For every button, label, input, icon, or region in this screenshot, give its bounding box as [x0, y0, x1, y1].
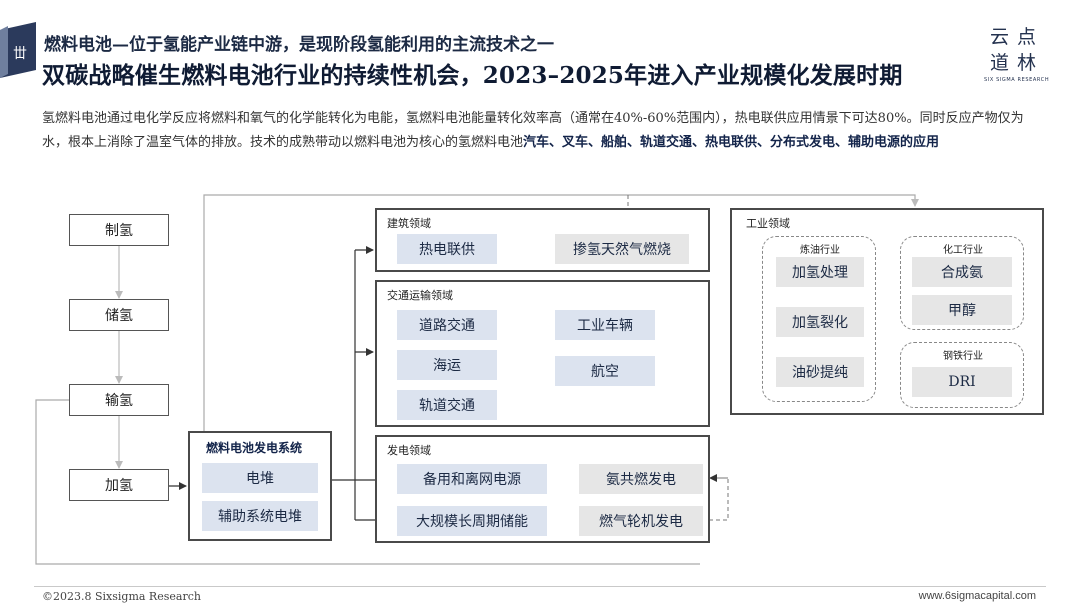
refining-title: 炼油行业 [800, 245, 840, 256]
transport-item-aviation: 航空 [555, 356, 655, 386]
building-panel: 建筑领域 热电联供 掺氢天然气燃烧 [375, 208, 710, 272]
power-panel: 发电领域 备用和离网电源 氨共燃发电 大规模长周期储能 燃气轮机发电 [375, 435, 710, 543]
chemical-group: 化工行业 [900, 236, 1024, 330]
steel-item-dri: DRI [912, 367, 1012, 397]
refining-item-oil-sand: 油砂提纯 [776, 357, 864, 387]
building-item-chp: 热电联供 [397, 234, 497, 264]
fuel-cell-system-title: 燃料电池发电系统 [206, 441, 303, 455]
refining-item-hydrotreating: 加氢处理 [776, 257, 864, 287]
page-subtitle: 燃料电池—位于氢能产业链中游，是现阶段氢能利用的主流技术之一 [44, 35, 554, 55]
transport-item-rail: 轨道交通 [397, 390, 497, 420]
transport-panel: 交通运输领域 道路交通 工业车辆 海运 航空 轨道交通 [375, 280, 710, 427]
transport-item-shipping: 海运 [397, 350, 497, 380]
brand-logo-mark: 丗 [0, 22, 36, 78]
brand-name-en: SIX SIGMA RESEARCH [984, 77, 1050, 83]
power-item-gas-turbine: 燃气轮机发电 [579, 506, 703, 536]
fc-item-auxiliary: 辅助系统电堆 [202, 501, 318, 531]
steel-title: 钢铁行业 [943, 351, 983, 362]
brand-logo: 云点 道林 SIX SIGMA RESEARCH [984, 24, 1050, 83]
refining-item-hydrocracking: 加氢裂化 [776, 307, 864, 337]
intro-highlight: 汽车、叉车、船舶、轨道交通、热电联供、分布式发电、辅助电源的应用 [523, 135, 940, 150]
footer-copyright: ©2023.8 Sixsigma Research [42, 590, 201, 603]
process-hydrogen-storage: 储氢 [69, 299, 169, 331]
steel-group: 钢铁行业 [900, 342, 1024, 408]
refining-group: 炼油行业 [762, 236, 876, 402]
process-hydrogen-production: 制氢 [69, 214, 169, 246]
process-hydrogen-refueling: 加氢 [69, 469, 169, 501]
page-title: 双碳战略催生燃料电池行业的持续性机会，2023–2025年进入产业规模化发展时期 [42, 62, 903, 89]
transport-item-industrial-vehicle: 工业车辆 [555, 310, 655, 340]
svg-text:丗: 丗 [13, 46, 27, 62]
brand-name-line1: 云点 [990, 26, 1045, 48]
transport-title: 交通运输领域 [387, 289, 453, 302]
fuel-cell-system-panel: 燃料电池发电系统 电堆 辅助系统电堆 [188, 431, 332, 541]
transport-item-road: 道路交通 [397, 310, 497, 340]
footer-divider [34, 586, 1046, 587]
building-item-blended-gas: 掺氢天然气燃烧 [555, 234, 689, 264]
fc-item-stack: 电堆 [202, 463, 318, 493]
intro-text: 氢燃料电池通过电化学反应将燃料和氧气的化学能转化为电能，氢燃料电池能量转化效率高… [42, 111, 1024, 150]
industry-title: 工业领域 [746, 217, 790, 230]
industry-panel: 工业领域 炼油行业 加氢处理 加氢裂化 油砂提纯 化工行业 合成氨 甲醇 钢铁行… [730, 208, 1044, 415]
chemical-title: 化工行业 [943, 245, 983, 256]
building-title: 建筑领域 [387, 217, 431, 230]
process-hydrogen-transport: 输氢 [69, 384, 169, 416]
power-title: 发电领域 [387, 444, 431, 457]
chemical-item-ammonia: 合成氨 [912, 257, 1012, 287]
power-item-ammonia-cofiring: 氨共燃发电 [579, 464, 703, 494]
intro-paragraph: 氢燃料电池通过电化学反应将燃料和氧气的化学能转化为电能，氢燃料电池能量转化效率高… [42, 107, 1032, 155]
power-item-backup: 备用和离网电源 [397, 464, 547, 494]
chemical-item-methanol: 甲醇 [912, 295, 1012, 325]
power-item-long-storage: 大规模长周期储能 [397, 506, 547, 536]
brand-name-line2: 道林 [990, 52, 1045, 74]
footer-website: www.6sigmacapital.com [918, 590, 1036, 602]
